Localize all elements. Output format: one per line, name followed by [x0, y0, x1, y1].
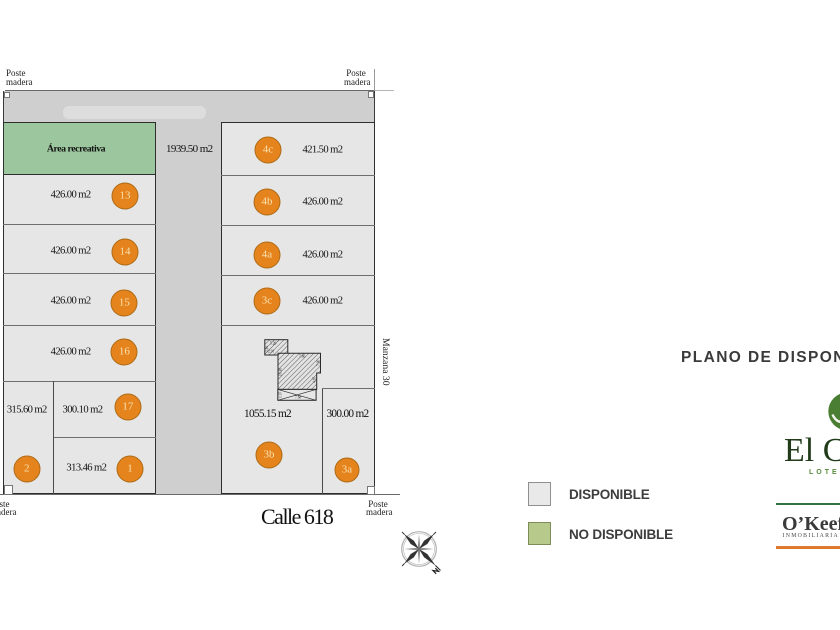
- svg-text:7.00: 7.00: [317, 360, 321, 366]
- svg-text:5.26: 5.26: [270, 342, 276, 346]
- svg-text:1.97: 1.97: [279, 392, 283, 398]
- svg-text:3.16: 3.16: [265, 346, 269, 352]
- svg-text:7.68: 7.68: [295, 396, 301, 400]
- svg-text:7.66: 7.66: [299, 355, 305, 359]
- svg-text:2.91: 2.91: [268, 350, 274, 354]
- svg-text:4.65: 4.65: [313, 377, 317, 383]
- svg-text:10.16: 10.16: [279, 368, 283, 376]
